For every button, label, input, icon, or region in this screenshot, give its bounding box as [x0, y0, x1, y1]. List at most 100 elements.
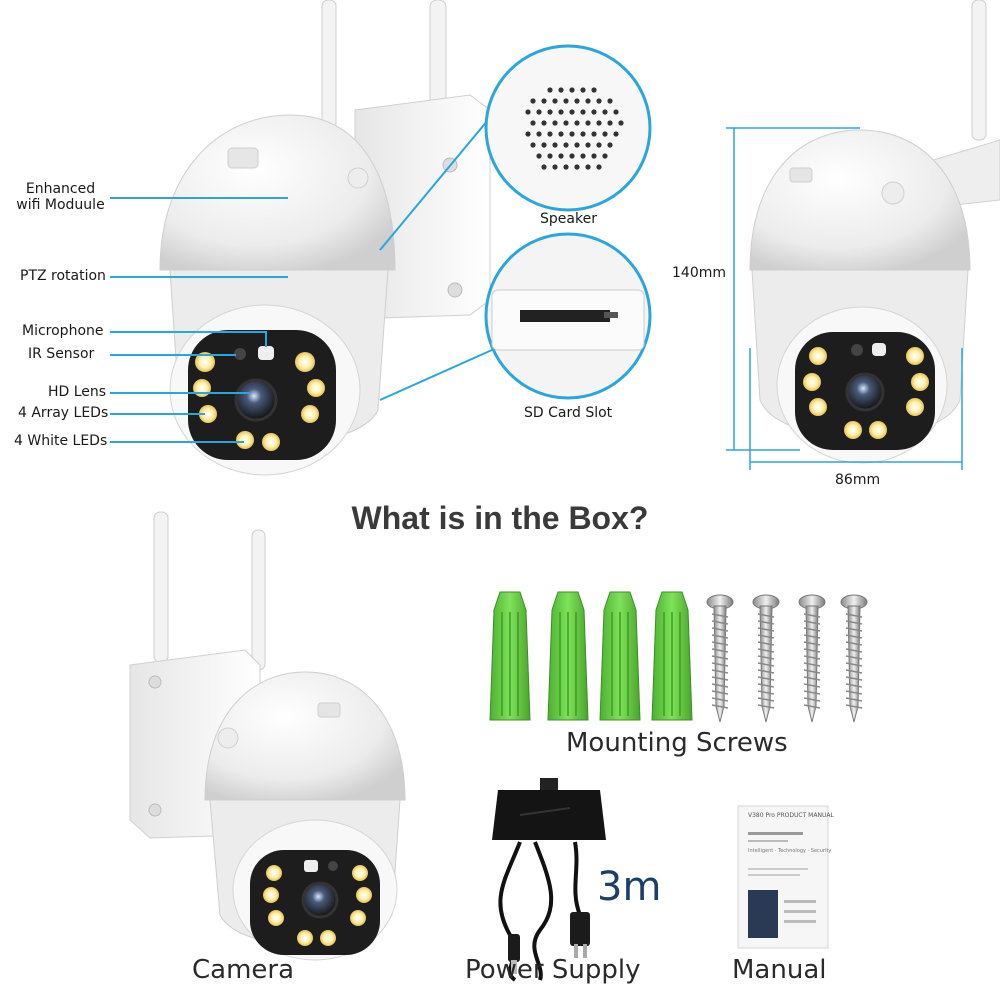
leader-ptz: [110, 276, 288, 278]
caption-manual: Manual: [732, 955, 827, 985]
speaker-hole: [552, 98, 558, 104]
speaker-hole: [547, 153, 553, 159]
label-ptz-rotation: PTZ rotation: [20, 268, 106, 284]
dimension-lines: [726, 127, 963, 470]
dimension-height: 140mm: [672, 265, 726, 281]
speaker-hole: [602, 153, 608, 159]
speaker-detail: [379, 44, 652, 251]
speaker-hole: [585, 164, 591, 170]
speaker-hole: [607, 98, 613, 104]
leader-white-leds: [110, 441, 244, 443]
screws: [706, 594, 868, 723]
screw: [752, 594, 780, 723]
box-title: What is in the Box?: [351, 500, 649, 536]
speaker-hole: [580, 153, 586, 159]
wall-anchor: [547, 591, 589, 721]
speaker-hole: [569, 109, 575, 115]
speaker-hole: [541, 164, 547, 170]
label-hd-lens: HD Lens: [48, 384, 107, 400]
sd-slot-detail: [379, 232, 652, 401]
label-speaker: Speaker: [540, 211, 597, 227]
speaker-hole: [574, 98, 580, 104]
speaker-hole: [563, 142, 569, 148]
speaker-hole: [569, 131, 575, 137]
screw: [706, 594, 734, 723]
speaker-hole: [558, 109, 564, 115]
leader-wifi: [110, 197, 288, 199]
label-white-leds: 4 White LEDs: [14, 433, 108, 449]
speaker-hole: [530, 98, 536, 104]
speaker-hole: [591, 87, 597, 93]
speaker-hole: [558, 87, 564, 93]
speaker-hole: [563, 164, 569, 170]
manual-subtitle: Intelligent · Technology · Security: [748, 848, 832, 854]
speaker-hole: [607, 142, 613, 148]
dimension-width: 86mm: [835, 472, 881, 488]
speaker-hole: [552, 164, 558, 170]
leader-microphone: [110, 331, 265, 333]
speaker-hole: [602, 109, 608, 115]
label-microphone: Microphone: [22, 323, 104, 339]
speaker-hole: [580, 131, 586, 137]
speaker-hole: [569, 153, 575, 159]
wall-anchor: [651, 591, 693, 721]
speaker-hole: [596, 142, 602, 148]
speaker-hole: [580, 109, 586, 115]
speaker-hole: [591, 131, 597, 137]
speaker-hole: [602, 131, 608, 137]
wall-anchor: [599, 591, 641, 721]
cable-length: 3m: [597, 864, 662, 910]
leader-array-leds: [110, 413, 205, 415]
main-camera: [159, 0, 491, 476]
box-camera: [129, 511, 406, 961]
speaker-hole: [580, 87, 586, 93]
speaker-hole: [530, 142, 536, 148]
screw: [840, 594, 868, 723]
speaker-hole: [563, 98, 569, 104]
speaker-hole: [596, 98, 602, 104]
speaker-hole: [552, 142, 558, 148]
speaker-hole: [536, 153, 542, 159]
speaker-hole: [591, 109, 597, 115]
screw: [798, 594, 826, 723]
speaker-hole: [585, 120, 591, 126]
leader-microphone-drop: [265, 331, 267, 347]
speaker-hole: [591, 153, 597, 159]
wall-anchors: [489, 591, 693, 721]
caption-power-supply: Power Supply: [465, 955, 641, 985]
speaker-hole: [541, 120, 547, 126]
speaker-hole: [541, 98, 547, 104]
speaker-hole: [541, 142, 547, 148]
label-sd-card-slot: SD Card Slot: [524, 405, 613, 421]
caption-mounting-screws: Mounting Screws: [566, 728, 788, 758]
speaker-hole: [574, 142, 580, 148]
speaker-hole: [547, 109, 553, 115]
speaker-hole: [574, 164, 580, 170]
power-supply: [492, 778, 606, 982]
speaker-hole: [558, 153, 564, 159]
manual-document: [737, 805, 829, 949]
speaker-hole: [607, 120, 613, 126]
speaker-hole: [596, 120, 602, 126]
speaker-hole: [569, 87, 575, 93]
speaker-hole: [530, 120, 536, 126]
speaker-hole: [552, 120, 558, 126]
speaker-hole: [536, 131, 542, 137]
speaker-hole: [558, 131, 564, 137]
speaker-hole: [585, 98, 591, 104]
speaker-hole: [547, 87, 553, 93]
manual-header: V380 Pro PRODUCT MANUAL: [748, 812, 834, 819]
leader-ir: [110, 354, 236, 356]
speaker-hole: [563, 120, 569, 126]
label-array-leds: 4 Array LEDs: [18, 405, 109, 421]
caption-camera: Camera: [192, 955, 295, 985]
label-wifi-module: Enhanced wifi Moduule: [16, 181, 105, 213]
speaker-hole: [613, 109, 619, 115]
speaker-hole: [574, 120, 580, 126]
speaker-hole: [618, 120, 624, 126]
wall-anchor: [489, 591, 531, 721]
speaker-hole: [525, 131, 531, 137]
speaker-hole: [613, 131, 619, 137]
label-ir-sensor: IR Sensor: [28, 346, 95, 362]
